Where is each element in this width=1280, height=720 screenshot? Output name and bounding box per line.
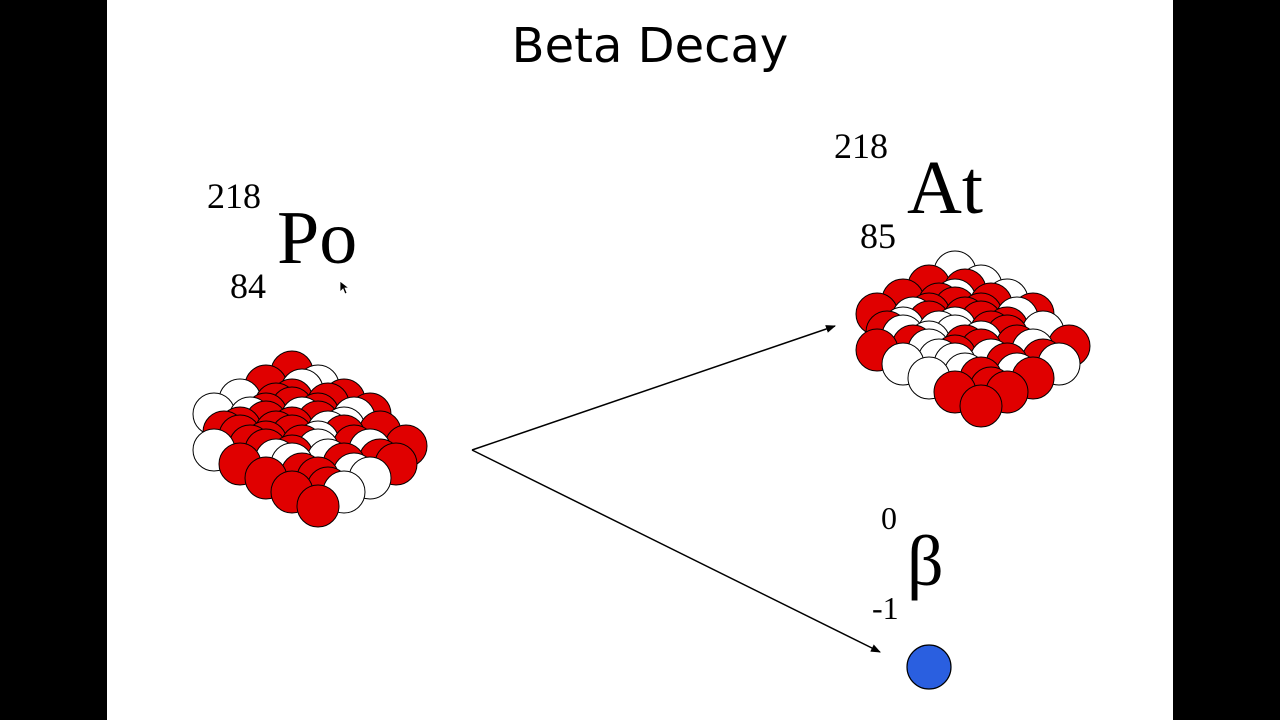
- proton: [296, 484, 340, 528]
- daughter-mass-number: 218: [834, 126, 888, 166]
- arrow-to-beta: [471, 449, 881, 653]
- slide-title: Beta Decay: [511, 18, 789, 74]
- daughter-symbol: At: [907, 146, 983, 230]
- daughter-atomic-number: 85: [860, 216, 896, 256]
- beta-symbol: β: [907, 521, 944, 601]
- slide: Beta Decay 218 84 Po 218 85 At 0 -1 β: [107, 0, 1173, 720]
- parent-symbol: Po: [277, 196, 358, 280]
- proton: [959, 384, 1003, 428]
- beta-charge-number: -1: [872, 590, 899, 626]
- mouse-cursor-icon: [339, 280, 351, 295]
- daughter-nucleus: [855, 250, 1091, 428]
- parent-atomic-number: 84: [230, 266, 266, 306]
- arrow-to-daughter: [471, 325, 836, 451]
- parent-nucleus: [192, 350, 428, 528]
- parent-mass-number: 218: [207, 176, 261, 216]
- beta-particle: [906, 644, 952, 690]
- beta-mass-number: 0: [881, 500, 897, 536]
- decay-diagram: [192, 250, 1091, 690]
